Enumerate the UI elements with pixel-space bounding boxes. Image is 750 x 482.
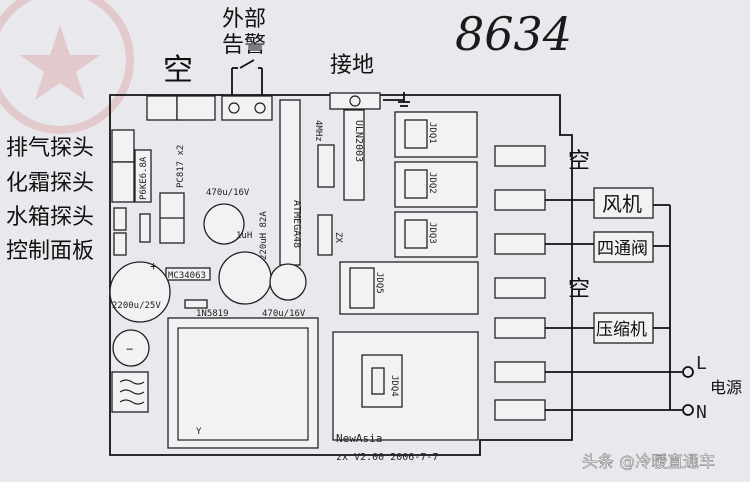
brand-label: NewAsia	[336, 432, 382, 445]
compressor-label: 压缩机	[596, 320, 647, 340]
cap-470-bottom-label: 470u/16V	[262, 309, 306, 319]
y-mark: Y	[196, 427, 202, 437]
mc34063-label: MC34063	[168, 271, 206, 281]
empty-right-1: 空	[568, 149, 590, 174]
ground-terminal	[329, 92, 381, 110]
compressor-box	[593, 312, 654, 344]
relay-jdq1: JDQ1	[394, 111, 478, 158]
external-alarm-label-1: 外部	[222, 7, 266, 32]
sensor-label-defrost: 化霜探头	[6, 171, 94, 196]
empty-top-label: 空	[163, 53, 193, 88]
inductor-220uh	[218, 251, 272, 305]
power-label: 电源	[710, 378, 742, 397]
connector-top-mid	[176, 95, 216, 121]
external-alarm-label-2: 告警	[222, 33, 266, 58]
four-way-valve-box	[593, 231, 654, 263]
svg-text:JDQ2: JDQ2	[427, 172, 437, 194]
svg-text:JDQ3: JDQ3	[427, 222, 437, 244]
sensor-label-panel: 控制面板	[6, 239, 94, 264]
zx-label: ZX	[333, 232, 343, 243]
wiring-lines	[545, 199, 682, 411]
atmega-label: ATMEGA48	[291, 200, 302, 248]
terminal-n	[682, 404, 694, 416]
jdq5-label: JDQ5	[374, 272, 384, 294]
uln-label: ULN2003	[353, 120, 364, 162]
fan-label: 风机	[602, 192, 642, 216]
board-outline	[109, 94, 573, 456]
terminal-l	[682, 366, 694, 378]
ground-label: 接地	[330, 53, 374, 78]
empty-right-2: 空	[568, 277, 590, 302]
sensor-label-exhaust: 排气探头	[6, 136, 94, 161]
diode-1n5819	[184, 299, 208, 309]
ind-220uh-label: 220uH 82A	[259, 211, 269, 260]
crystal-label: 4MHz	[313, 120, 323, 142]
cap-2200-label: 2200u/25V	[112, 301, 161, 311]
alarm-terminal	[221, 95, 273, 121]
bridge-rectifier	[112, 329, 150, 367]
mc34063-chip	[165, 267, 211, 281]
handwritten-number: 8634	[455, 7, 572, 61]
zx-component	[317, 214, 333, 256]
inductor-1uh-label: 1uH	[236, 231, 252, 241]
main-transformer	[167, 317, 319, 449]
sensor-connectors	[111, 129, 151, 256]
line-l-label: L	[696, 353, 707, 374]
uln-chip	[343, 109, 365, 201]
plus-bottom: +	[150, 259, 157, 273]
p6ke-diode	[134, 149, 152, 203]
p6ke-label: P6KE6.8A	[139, 156, 149, 200]
relay-jdq4-area	[332, 331, 479, 441]
faded-stamp	[0, 0, 134, 134]
sensor-label-tank: 水箱探头	[6, 205, 94, 230]
connector-top-left	[146, 95, 178, 121]
four-way-valve-label: 四通阀	[597, 239, 648, 259]
crystal-box	[317, 144, 335, 188]
small-transformer	[111, 371, 149, 413]
relay-jdq2: JDQ2	[394, 161, 478, 208]
svg-text:JDQ1: JDQ1	[427, 122, 437, 144]
relay-jdq3: JDQ3	[394, 211, 478, 258]
cap-470-top-label: 470u/16V	[206, 188, 250, 198]
ground-icon	[383, 92, 410, 107]
minus-sign: −	[126, 342, 133, 356]
cap-470-bottom	[269, 263, 307, 301]
watermark: 头条 @冷暖直通车	[582, 452, 715, 471]
diode-label: 1N5819	[196, 309, 229, 319]
pc817-label: PC817 x2	[176, 145, 186, 188]
right-terminals	[494, 145, 546, 421]
fan-box	[593, 187, 654, 219]
jdq4-label: JDQ4	[389, 375, 399, 397]
cap-470-top	[203, 203, 245, 245]
cap-2200	[109, 261, 171, 323]
version-label: zx V2.00 2006-7-7	[336, 452, 438, 463]
line-n-label: N	[696, 402, 707, 423]
